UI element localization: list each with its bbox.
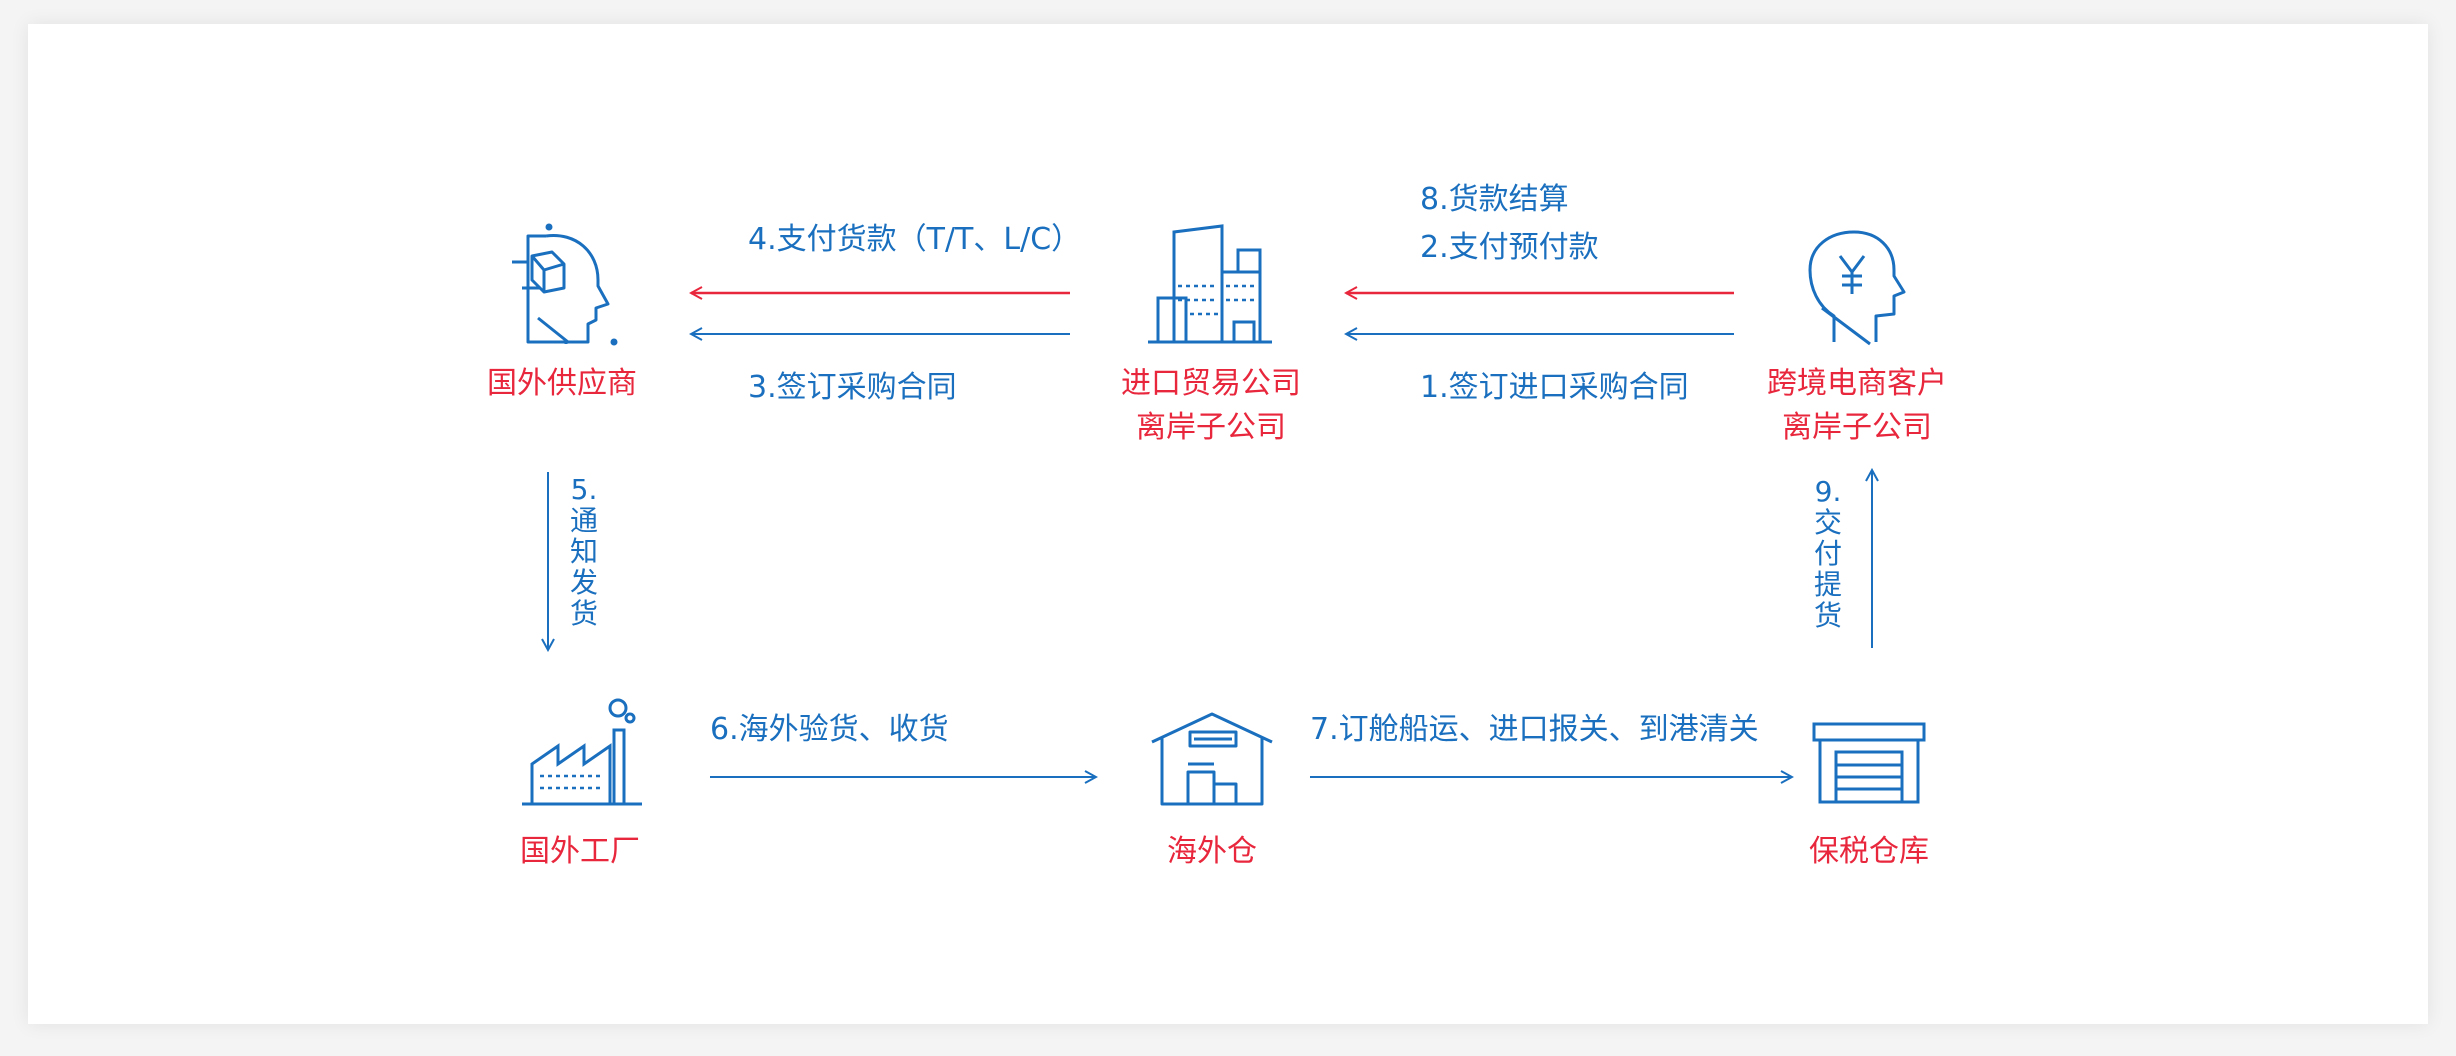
step7-label: 7.订舱船运、进口报关、到港清关	[1310, 712, 1759, 747]
step3-label: 3.签订采购合同	[748, 370, 957, 405]
step2-label: 2.支付预付款	[1420, 230, 1599, 265]
bonded-warehouse-label: 保税仓库	[1809, 834, 1929, 869]
step6-label: 6.海外验货、收货	[710, 712, 949, 747]
step1-label: 1.签订进口采购合同	[1420, 370, 1689, 405]
bonded-storage-icon	[1812, 722, 1926, 804]
step8-label: 8.货款结算	[1420, 182, 1569, 217]
diagram-card: 国外供应商 进口贸易公司 离岸子公司 跨境电商客户 离岸子公司 国外工厂 海外仓…	[28, 24, 2428, 1024]
overseas-warehouse-label: 海外仓	[1167, 834, 1257, 869]
head-cube-icon	[512, 223, 618, 346]
office-building-icon	[1148, 224, 1272, 344]
foreign-factory-label: 国外工厂	[520, 834, 640, 869]
step5-label: 5.通知发货	[569, 473, 598, 630]
factory-icon	[522, 698, 642, 806]
warehouse-icon	[1151, 712, 1273, 806]
step4-label: 4.支付货款（T/T、L/C）	[748, 222, 1082, 257]
step9-label: 9.交付提货	[1813, 475, 1842, 632]
head-yen-icon	[1808, 230, 1906, 346]
ecommerce-customer-label: 跨境电商客户 离岸子公司	[1767, 366, 1947, 445]
import-trade-company-label: 进口贸易公司 离岸子公司	[1121, 366, 1301, 445]
flow-diagram	[512, 223, 1926, 806]
foreign-supplier-label: 国外供应商	[487, 366, 637, 401]
